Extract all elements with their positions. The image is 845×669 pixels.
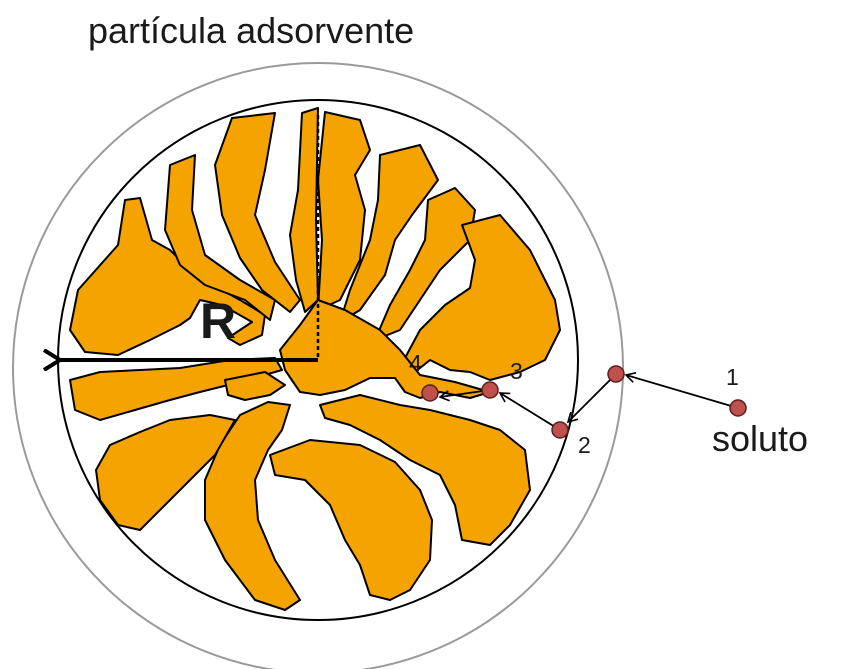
solute-dot-4 xyxy=(422,385,438,401)
solute-dot-3 xyxy=(482,382,498,398)
solute-label: soluto xyxy=(712,418,808,460)
step-label-4: 4 xyxy=(409,350,422,377)
solute-dot-film xyxy=(608,366,624,382)
solute-dot-1 xyxy=(730,400,746,416)
step-label-1: 1 xyxy=(726,364,739,391)
radius-label: R xyxy=(200,292,236,350)
step-label-3: 3 xyxy=(510,358,523,385)
step-label-2: 2 xyxy=(578,432,591,459)
solute-dot-2 xyxy=(552,422,568,438)
